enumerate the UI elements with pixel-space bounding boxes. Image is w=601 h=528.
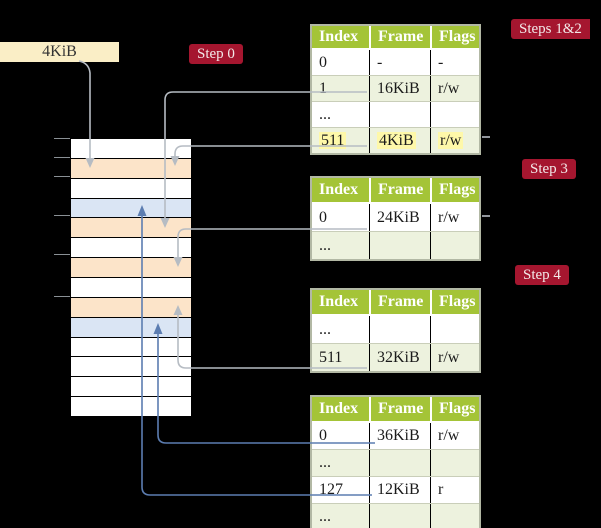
memory-row-6 <box>71 258 191 279</box>
memory-row-12 <box>71 377 191 398</box>
cell-frame <box>369 102 430 127</box>
cell-flags <box>430 102 479 127</box>
cell-frame: 16KiB <box>369 76 430 101</box>
memory-row-5 <box>71 238 191 259</box>
column-header-index: Index <box>319 181 359 198</box>
cell-index: 511 <box>319 349 343 366</box>
column-header-flags: Flags <box>430 26 479 48</box>
table-header-row: Index Frame Flags <box>312 178 479 204</box>
table-header-row: Index Frame Flags <box>312 397 479 423</box>
cell-index: 127 <box>319 481 343 498</box>
address-tick <box>54 138 70 139</box>
table-row: 0 36KiB r/w <box>312 423 479 449</box>
memory-row-3 <box>71 198 191 219</box>
cell-frame <box>369 450 430 476</box>
cell-flags <box>430 316 479 343</box>
cell-flags: r/w <box>430 128 479 153</box>
cell-flags: r <box>430 477 479 503</box>
cell-index: ... <box>319 237 331 254</box>
memory-row-11 <box>71 357 191 378</box>
cell-index: ... <box>319 508 331 525</box>
cell-index: 0 <box>319 209 327 226</box>
column-header-frame: Frame <box>369 26 430 48</box>
cell-flags <box>430 450 479 476</box>
badge-step-3: Step 3 <box>522 159 576 179</box>
cell-flags: - <box>430 50 479 75</box>
table-row: ... <box>312 316 479 343</box>
cell-index: 1 <box>319 80 327 97</box>
cell-frame: 32KiB <box>369 344 430 371</box>
cell-frame <box>369 316 430 343</box>
column-header-index: Index <box>319 400 359 417</box>
page-table-base-box: 4KiB <box>0 42 119 62</box>
table-row: 511 32KiB r/w <box>312 343 479 371</box>
table-header-row: Index Frame Flags <box>312 290 479 316</box>
cell-frame: 36KiB <box>369 423 430 449</box>
table-row: ... <box>312 231 479 259</box>
cell-frame: 24KiB <box>369 204 430 231</box>
column-header-index: Index <box>319 293 359 310</box>
memory-row-0 <box>71 139 191 159</box>
physical-memory-column <box>70 138 192 417</box>
table-row: ... <box>312 101 479 127</box>
column-header-flags: Flags <box>430 178 479 202</box>
page-table-32kib: Index Frame Flags 0 36KiB r/w ... 127 12… <box>310 395 481 528</box>
memory-row-9 <box>71 317 191 338</box>
cell-frame <box>369 232 430 259</box>
memory-row-1 <box>71 158 191 179</box>
cell-index: ... <box>319 454 331 471</box>
cell-index: 0 <box>319 427 327 444</box>
memory-row-4 <box>71 218 191 239</box>
column-header-frame: Frame <box>369 290 430 314</box>
cell-index: 511 <box>319 132 347 149</box>
column-header-index: Index <box>319 28 359 45</box>
cell-flags: r/w <box>430 344 479 371</box>
memory-row-10 <box>71 337 191 358</box>
cell-index: 0 <box>319 54 327 71</box>
cell-frame: 12KiB <box>369 477 430 503</box>
badge-step-0: Step 0 <box>189 44 243 64</box>
table-row: ... <box>312 449 479 476</box>
table-row: ... <box>312 503 479 528</box>
column-header-flags: Flags <box>430 397 479 421</box>
address-tick <box>54 157 70 158</box>
cell-index: ... <box>319 321 331 338</box>
address-tick <box>54 215 70 216</box>
cell-frame: 4KiB <box>369 128 430 153</box>
table-row: 0 - - <box>312 50 479 75</box>
page-table-24kib: Index Frame Flags ... 511 32KiB r/w <box>310 288 481 373</box>
memory-row-8 <box>71 297 191 318</box>
badge-step-4: Step 4 <box>515 265 569 285</box>
cell-index: ... <box>319 106 331 123</box>
table-row: 127 12KiB r <box>312 476 479 503</box>
cell-flags: r/w <box>430 204 479 231</box>
cell-flags: r/w <box>430 76 479 101</box>
cell-frame: - <box>369 50 430 75</box>
column-header-frame: Frame <box>369 178 430 202</box>
table-row-highlighted: 511 4KiB r/w <box>312 127 479 153</box>
cell-flags <box>430 232 479 259</box>
cell-flags <box>430 504 479 528</box>
address-tick <box>54 296 70 297</box>
page-table-root: Index Frame Flags 0 - - 1 16KiB r/w ... … <box>310 24 481 155</box>
address-tick <box>54 254 70 255</box>
column-header-frame: Frame <box>369 397 430 421</box>
address-tick <box>54 176 70 177</box>
cell-flags: r/w <box>430 423 479 449</box>
table-row: 1 16KiB r/w <box>312 75 479 101</box>
cell-frame <box>369 504 430 528</box>
page-table-16kib: Index Frame Flags 0 24KiB r/w ... <box>310 176 481 261</box>
memory-row-7 <box>71 278 191 298</box>
badge-steps-1-2: Steps 1&2 <box>511 19 590 39</box>
memory-row-2 <box>71 178 191 199</box>
table-row: 0 24KiB r/w <box>312 204 479 231</box>
table-header-row: Index Frame Flags <box>312 26 479 50</box>
memory-row-13 <box>71 397 191 417</box>
column-header-flags: Flags <box>430 290 479 314</box>
